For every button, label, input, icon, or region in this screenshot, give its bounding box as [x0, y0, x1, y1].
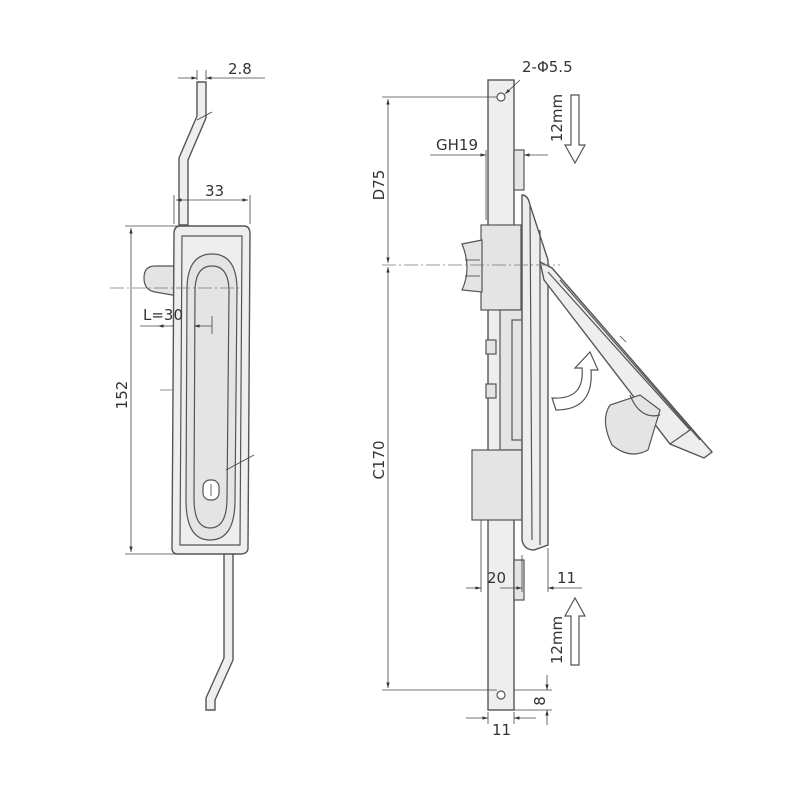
side-dimensions: 2-Φ5.5 12mm 12mm GH19 D75 C170 20 11 11 [370, 58, 587, 739]
bottom-rod [205, 547, 234, 711]
dim-body-length: 152 [113, 381, 131, 410]
dim-hole-spec: 2-Φ5.5 [522, 58, 573, 76]
mounting-nut [480, 224, 522, 311]
cam-nut [461, 239, 483, 293]
dim-lower-distance: C170 [370, 440, 388, 479]
latch-tab [143, 265, 179, 297]
opened-handle [538, 260, 714, 459]
stroke-up-arrow-icon [563, 596, 587, 666]
dim-end-margin: 8 [531, 696, 549, 706]
dim-upper-distance: D75 [370, 170, 388, 201]
front-view [110, 81, 255, 711]
dim-rod-thickness: 2.8 [228, 60, 252, 78]
handle-recess [179, 235, 243, 546]
bottom-hole [496, 690, 506, 700]
top-hole [496, 92, 506, 102]
dim-stroke-bottom: 12mm [548, 616, 566, 664]
top-rod [178, 81, 207, 226]
dim-rod-width: 11 [492, 721, 511, 739]
dim-lever-offset: L=30 [143, 306, 183, 324]
dim-stroke-top: 12mm [548, 94, 566, 142]
stroke-down-arrow-icon [563, 94, 587, 165]
panel-flange [521, 194, 549, 551]
lower-block [471, 449, 523, 521]
dim-body-depth: 20 [487, 569, 506, 587]
dim-body-width: 33 [205, 182, 224, 200]
dim-nut-size: GH19 [436, 136, 478, 154]
side-view [382, 79, 714, 711]
dim-handle-depth: 11 [557, 569, 576, 587]
rotation-arrow-icon [551, 350, 599, 411]
front-dimensions: 2.8 33 152 L=30 [113, 60, 265, 555]
